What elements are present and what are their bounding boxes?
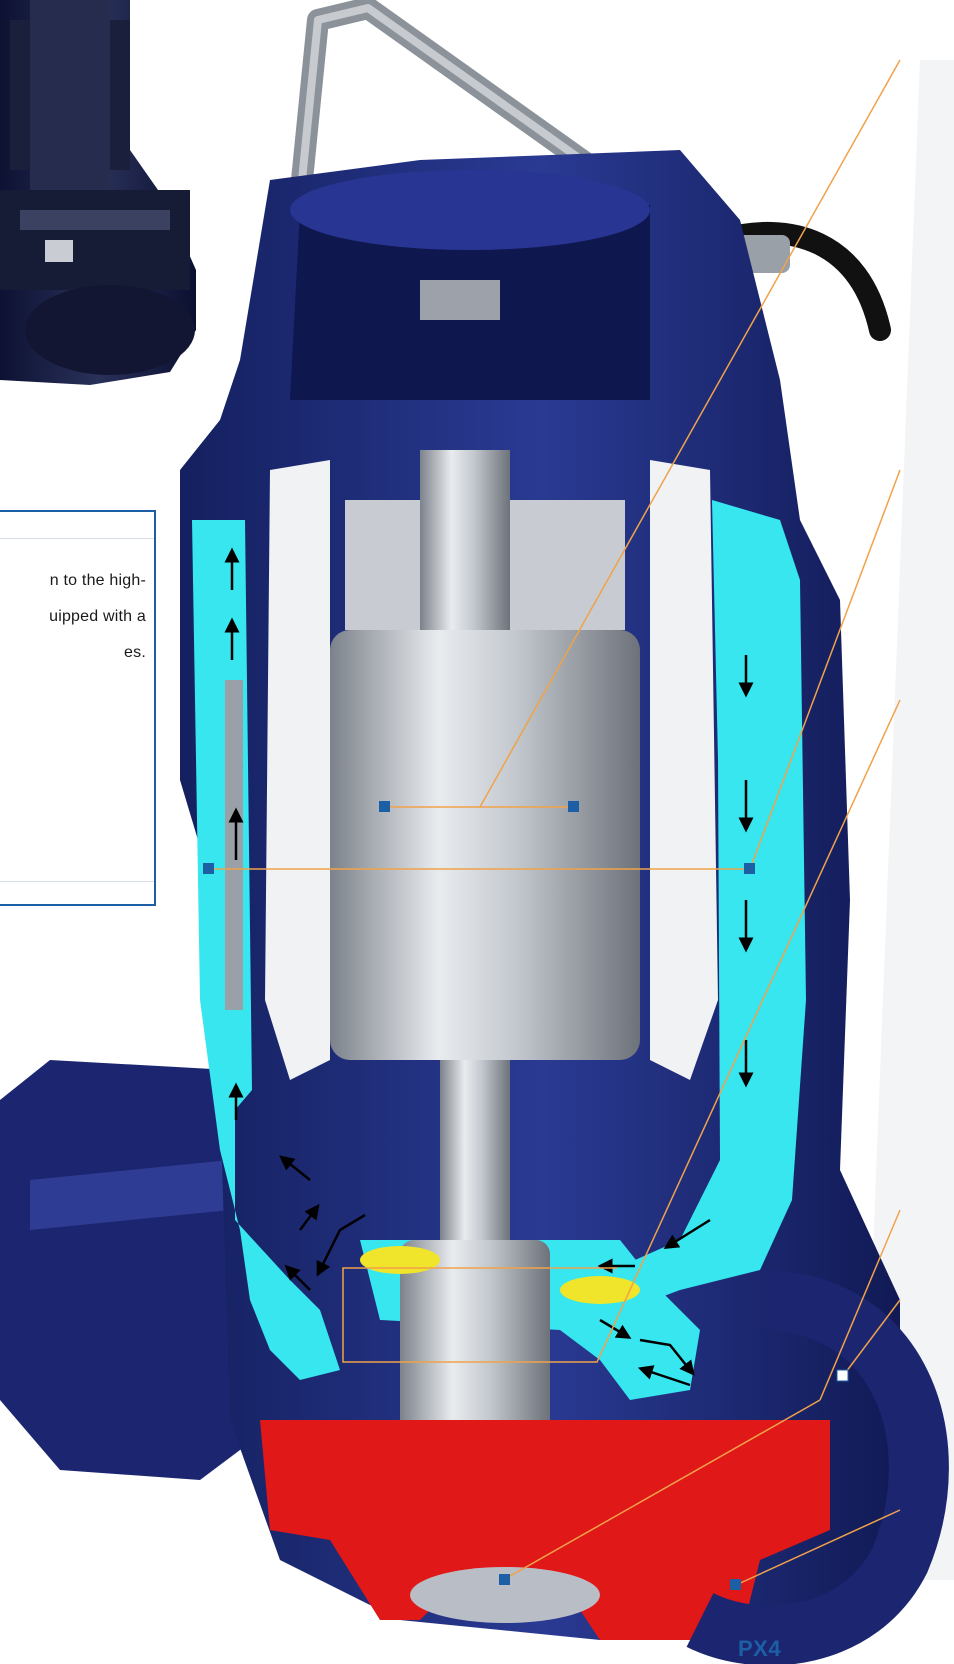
info-box-line-1: n to the high- (49, 572, 146, 589)
callout-lines (209, 59, 901, 1586)
info-box-top-rule (0, 538, 154, 539)
small-pump-photo (0, 0, 196, 385)
flow-arrows (224, 547, 754, 1387)
coolant-tube (225, 680, 243, 1010)
info-box-line-3: es. (124, 644, 146, 661)
model-label: PX4 (738, 1636, 782, 1661)
info-box-bottom-rule (0, 881, 154, 882)
background-sweeps (860, 60, 954, 1580)
info-box-line-2: uipped with a (49, 608, 146, 625)
volute (686, 1270, 949, 1664)
info-box: n to the high- uipped with a es. (0, 510, 156, 906)
stator-windings (265, 460, 718, 1080)
callout-markers (203, 801, 849, 1590)
discharge-flange (0, 1060, 280, 1480)
